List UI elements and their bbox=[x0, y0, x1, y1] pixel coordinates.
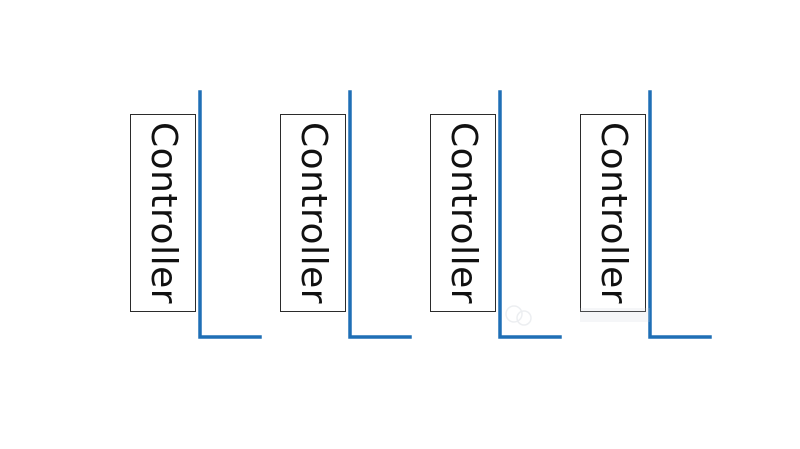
bracket-3 bbox=[498, 90, 562, 339]
bracket-2 bbox=[348, 90, 412, 339]
controller-unit-2: Controller bbox=[280, 0, 430, 449]
bracket-line-3 bbox=[498, 90, 562, 339]
controller-label-2: Controller bbox=[293, 121, 334, 305]
controller-label-4: Controller bbox=[593, 121, 634, 305]
bracket-line-1 bbox=[198, 90, 262, 339]
controller-unit-3: Controller bbox=[430, 0, 580, 449]
bracket-line-2 bbox=[348, 90, 412, 339]
controller-label-3: Controller bbox=[443, 121, 484, 305]
controller-box-2: Controller bbox=[280, 114, 346, 312]
controller-unit-1: Controller bbox=[130, 0, 280, 449]
controller-unit-4: Controller bbox=[580, 0, 730, 449]
bracket-4 bbox=[648, 90, 712, 339]
bracket-line-4 bbox=[648, 90, 712, 339]
controller-box-3: Controller bbox=[430, 114, 496, 312]
watermark-logo bbox=[505, 305, 650, 326]
bracket-1 bbox=[198, 90, 262, 339]
controller-label-1: Controller bbox=[143, 121, 184, 305]
controller-box-1: Controller bbox=[130, 114, 196, 312]
controller-box-4: Controller bbox=[580, 114, 646, 312]
